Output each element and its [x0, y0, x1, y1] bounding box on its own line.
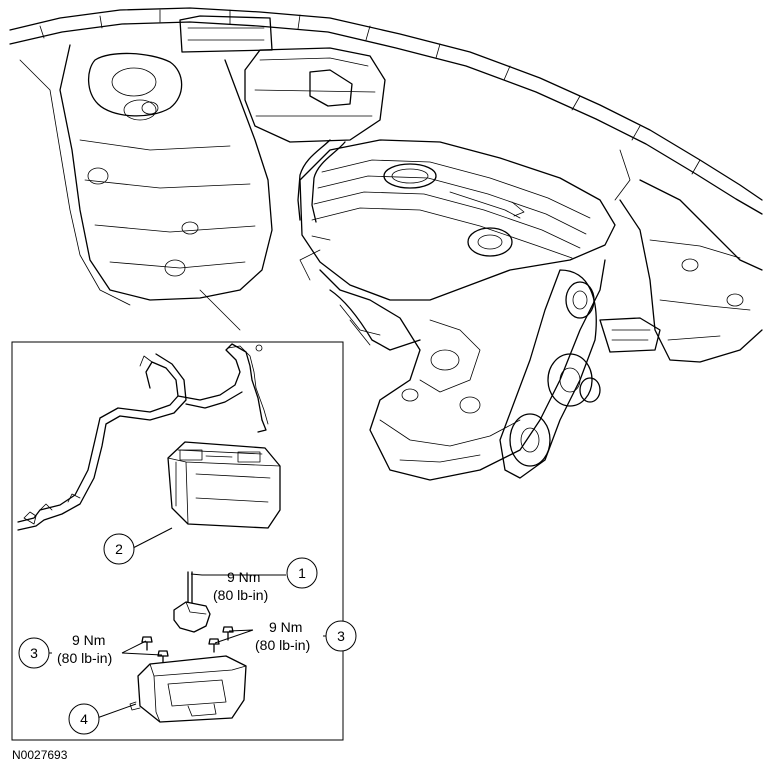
callout-1-torque: 9 Nm [227, 569, 260, 585]
callout-2-number: 2 [115, 541, 123, 557]
callout-3-left-number: 3 [30, 645, 38, 661]
battery-hold-down-bracket [173, 571, 211, 633]
callout-2: 2 [103, 533, 135, 565]
engine-compartment-illustration [9, 7, 763, 481]
callout-3-right: 9 Nm (80 lb-in) 3 [255, 619, 357, 653]
callout-4-number: 4 [80, 711, 88, 727]
callout-3-right-torque-imperial: (80 lb-in) [255, 637, 310, 653]
callout-3-left-torque-imperial: (80 lb-in) [57, 650, 112, 666]
battery-cable-harness [17, 343, 269, 531]
figure-id: N0027693 [12, 748, 68, 762]
callout-leaders [36, 527, 330, 719]
callout-3-left-torque: 9 Nm [72, 632, 105, 648]
callout-1-number: 1 [298, 565, 306, 581]
callout-1-torque-imperial: (80 lb-in) [213, 587, 268, 603]
callout-4: 4 [68, 703, 100, 735]
callout-3-right-number: 3 [337, 628, 345, 644]
callout-3-right-torque: 9 Nm [269, 619, 302, 635]
battery [167, 441, 281, 529]
battery-tray [129, 655, 247, 723]
callout-1: 9 Nm (80 lb-in) 1 [213, 557, 318, 603]
callout-3-left: 3 9 Nm (80 lb-in) [18, 632, 112, 669]
